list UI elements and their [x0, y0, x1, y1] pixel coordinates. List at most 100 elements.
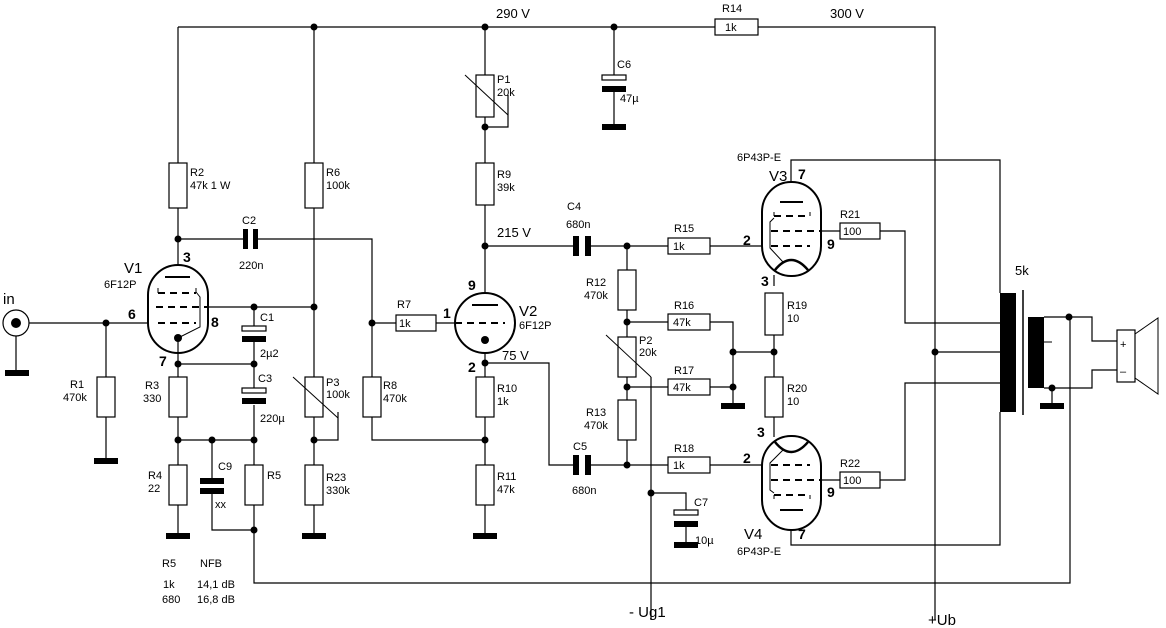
- label-resistors-r4-name: R4: [148, 470, 162, 482]
- schematic-circle: [250, 303, 258, 311]
- schematic-path: [774, 258, 809, 271]
- ground-icon: [1040, 403, 1064, 409]
- label-resistors-r10-value: 1k: [497, 396, 509, 408]
- schematic-circle: [250, 526, 258, 534]
- resistor-r3: [168, 376, 188, 418]
- label-capacitors-c3-value: 220µ: [260, 413, 285, 425]
- label-resistors-r21-value: 100: [843, 226, 861, 238]
- label-resistors-r19-value: 10: [787, 313, 799, 325]
- schematic-path: [769, 212, 811, 263]
- label-resistors-r13-name: R13: [586, 407, 606, 419]
- label-resistors-p1-name: P1: [497, 74, 510, 86]
- label-resistors-r15-name: R15: [674, 223, 694, 235]
- schematic-rect: [243, 229, 248, 249]
- potentiometer-p3: [304, 376, 324, 418]
- label-capacitors-c4-value: 680n: [566, 219, 590, 231]
- schematic-path: [178, 26, 936, 620]
- schematic-circle: [623, 461, 631, 469]
- ground-icon: [473, 533, 497, 539]
- schematic-path: [1044, 316, 1117, 403]
- label-resistors-r11-value: 47k: [497, 484, 515, 496]
- label-tubes-v2-name: V2: [519, 303, 537, 320]
- schematic-circle: [647, 489, 655, 497]
- label-resistors-r13-value: 470k: [584, 420, 608, 432]
- label-rails-ug1: - Ug1: [629, 604, 666, 621]
- label-capacitors-c5-value: 680n: [572, 485, 596, 497]
- junctions: [102, 23, 1073, 534]
- label-nfb_table-headers-0: R5: [162, 558, 176, 570]
- resistor-r6: [304, 162, 324, 209]
- label-nfb_table-rows-0-1: 14,1 dB: [197, 579, 235, 591]
- nfb-table: R5 NFB 1k 14,1 dB 680 16,8 dB: [162, 558, 235, 606]
- resistor-r14: [714, 18, 759, 36]
- label-resistors-r3-value: 330: [143, 393, 161, 405]
- potentiometer-p2: [617, 336, 637, 378]
- schematic-circle: [623, 318, 631, 326]
- ground-icon: [721, 403, 745, 409]
- label-resistors-r2-name: R2: [190, 167, 204, 179]
- capacitor-c4: [573, 236, 591, 256]
- label-resistors-r7-name: R7: [397, 299, 411, 311]
- label-tubes-v4-name: V4: [744, 526, 762, 543]
- label-resistors-r18-value: 1k: [673, 460, 685, 472]
- input-label: in: [3, 291, 15, 308]
- schematic-circle: [481, 336, 489, 344]
- label-tubes-v1-type: 6F12P: [104, 279, 136, 291]
- label-resistors-r12-value: 470k: [584, 290, 608, 302]
- label-resistors-r6-name: R6: [326, 167, 340, 179]
- schematic-rect: [761, 181, 822, 277]
- potentiometer-p1: [475, 74, 495, 118]
- resistor-r16: [667, 313, 711, 331]
- schematic-line: [292, 376, 339, 419]
- capacitor-c5: [573, 455, 591, 475]
- schematic-rect: [241, 387, 267, 394]
- schematic-rect: [1116, 329, 1136, 383]
- label-nfb_table-rows-1-1: 16,8 dB: [197, 594, 235, 606]
- resistor-r11: [475, 464, 495, 506]
- label-tubes-v4-pins-anode: 7: [798, 526, 806, 542]
- schematic-circle: [250, 360, 258, 368]
- schematic-rect: [601, 74, 627, 81]
- schematic-path: [15, 322, 148, 458]
- resistor-r15: [667, 237, 711, 255]
- label-resistors-r22-name: R22: [840, 458, 860, 470]
- label-resistors-r17-value: 47k: [673, 382, 691, 394]
- schematic-circle: [481, 242, 489, 250]
- label-resistors-r14-value: 1k: [725, 22, 737, 34]
- schematic-circle: [1065, 313, 1073, 321]
- label-resistors-r10-name: R10: [497, 383, 517, 395]
- schematic-path: [313, 27, 339, 533]
- label-resistors-r18-name: R18: [674, 443, 694, 455]
- label-tubes-v1-name: V1: [124, 260, 142, 277]
- schematic-circle: [481, 436, 489, 444]
- label-resistors-r22-value: 100: [843, 475, 861, 487]
- label-tubes-v2-type: 6F12P: [519, 320, 551, 332]
- resistor-r8: [362, 376, 382, 418]
- label-tubes-v1-pins-screen: 8: [211, 314, 219, 330]
- schematic-circle: [310, 303, 318, 311]
- label-tubes-v3-pins-anode: 7: [798, 166, 806, 182]
- schematic-circle: [102, 319, 110, 327]
- label-resistors-r2-value: 47k 1 W: [190, 180, 231, 192]
- label-tubes-v2-pins-anode: 9: [468, 277, 476, 293]
- capacitor-c9: [200, 478, 224, 494]
- label-capacitors-c6-value: 47µ: [620, 93, 639, 105]
- label-capacitors-c2-name: C2: [242, 215, 256, 227]
- schematic-circle: [770, 348, 778, 356]
- schematic-rect: [242, 398, 266, 404]
- resistor-r7: [395, 314, 437, 332]
- label-capacitors-c4-name: C4: [567, 201, 581, 213]
- input-jack[interactable]: in: [2, 291, 30, 337]
- resistor-r2: [168, 162, 188, 209]
- label-capacitors-c7-name: C7: [694, 497, 708, 509]
- resistor-r22: [839, 471, 881, 489]
- tube-v2: V2 6F12P 9 1 2: [443, 277, 551, 375]
- label-tubes-v4-pins-cathode: 3: [757, 424, 765, 440]
- schematic-path: [821, 230, 840, 481]
- resistor-r9: [475, 162, 495, 206]
- schematic-rect: [1028, 317, 1044, 388]
- label-resistors-r16-name: R16: [674, 300, 694, 312]
